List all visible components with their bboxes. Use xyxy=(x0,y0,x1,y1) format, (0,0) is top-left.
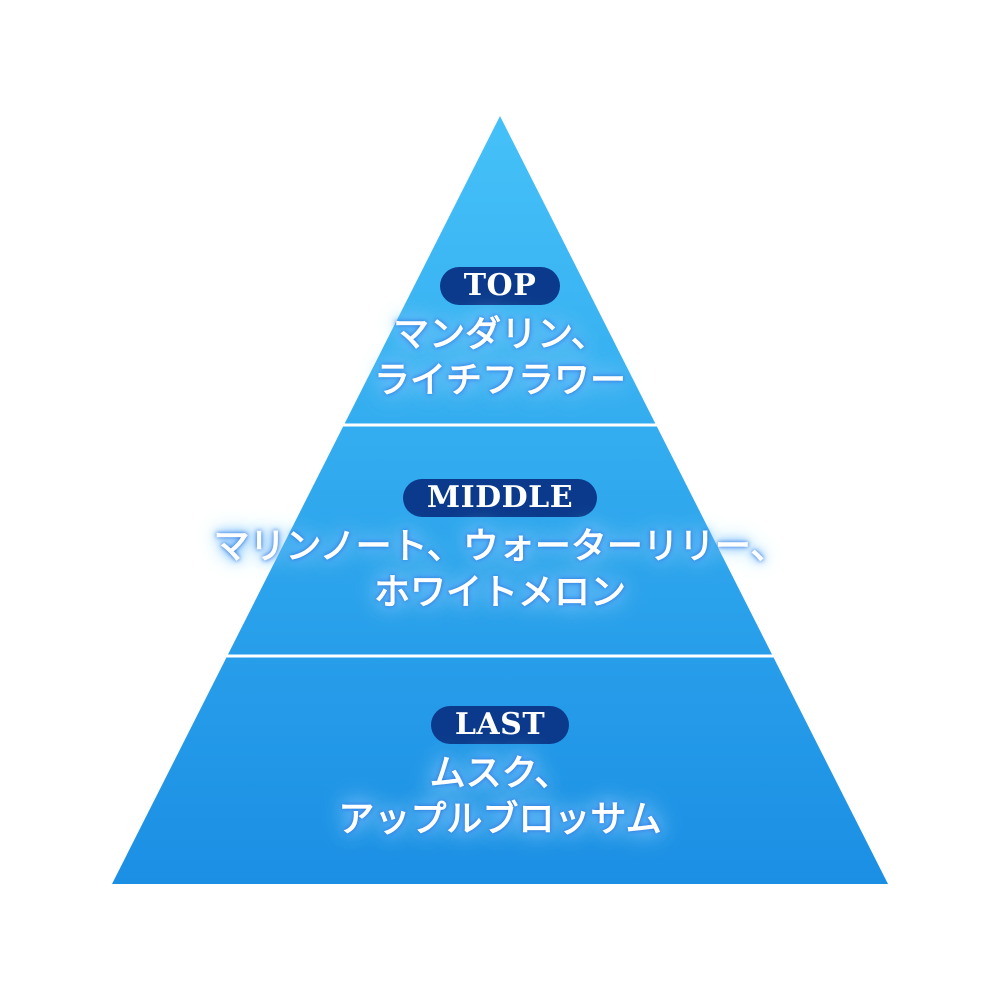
tier-last: LAST ムスク、 アップルブロッサム xyxy=(0,706,1000,842)
tier-top-notes-line1: マンダリン、 xyxy=(393,313,607,355)
tier-last-label: LAST xyxy=(430,706,570,744)
tier-middle-notes-line1: マリンノート、ウォーターリリー、 xyxy=(213,525,787,567)
tier-top-notes-line2: ライチフラワー xyxy=(373,359,626,401)
tier-middle: MIDDLE マリンノート、ウォーターリリー、 ホワイトメロン xyxy=(0,479,1000,615)
tier-middle-notes: マリンノート、ウォーターリリー、 ホワイトメロン xyxy=(0,523,1000,615)
tier-top-notes: マンダリン、 ライチフラワー xyxy=(0,311,1000,403)
tier-last-notes-line1: ムスク、 xyxy=(429,752,571,794)
tier-top-label: TOP xyxy=(439,267,561,305)
tier-middle-notes-line2: ホワイトメロン xyxy=(373,571,626,613)
tier-last-notes-line2: アップルブロッサム xyxy=(338,798,662,840)
tier-top: TOP マンダリン、 ライチフラワー xyxy=(0,267,1000,403)
tier-middle-label: MIDDLE xyxy=(402,479,598,517)
tier-last-notes: ムスク、 アップルブロッサム xyxy=(0,750,1000,842)
